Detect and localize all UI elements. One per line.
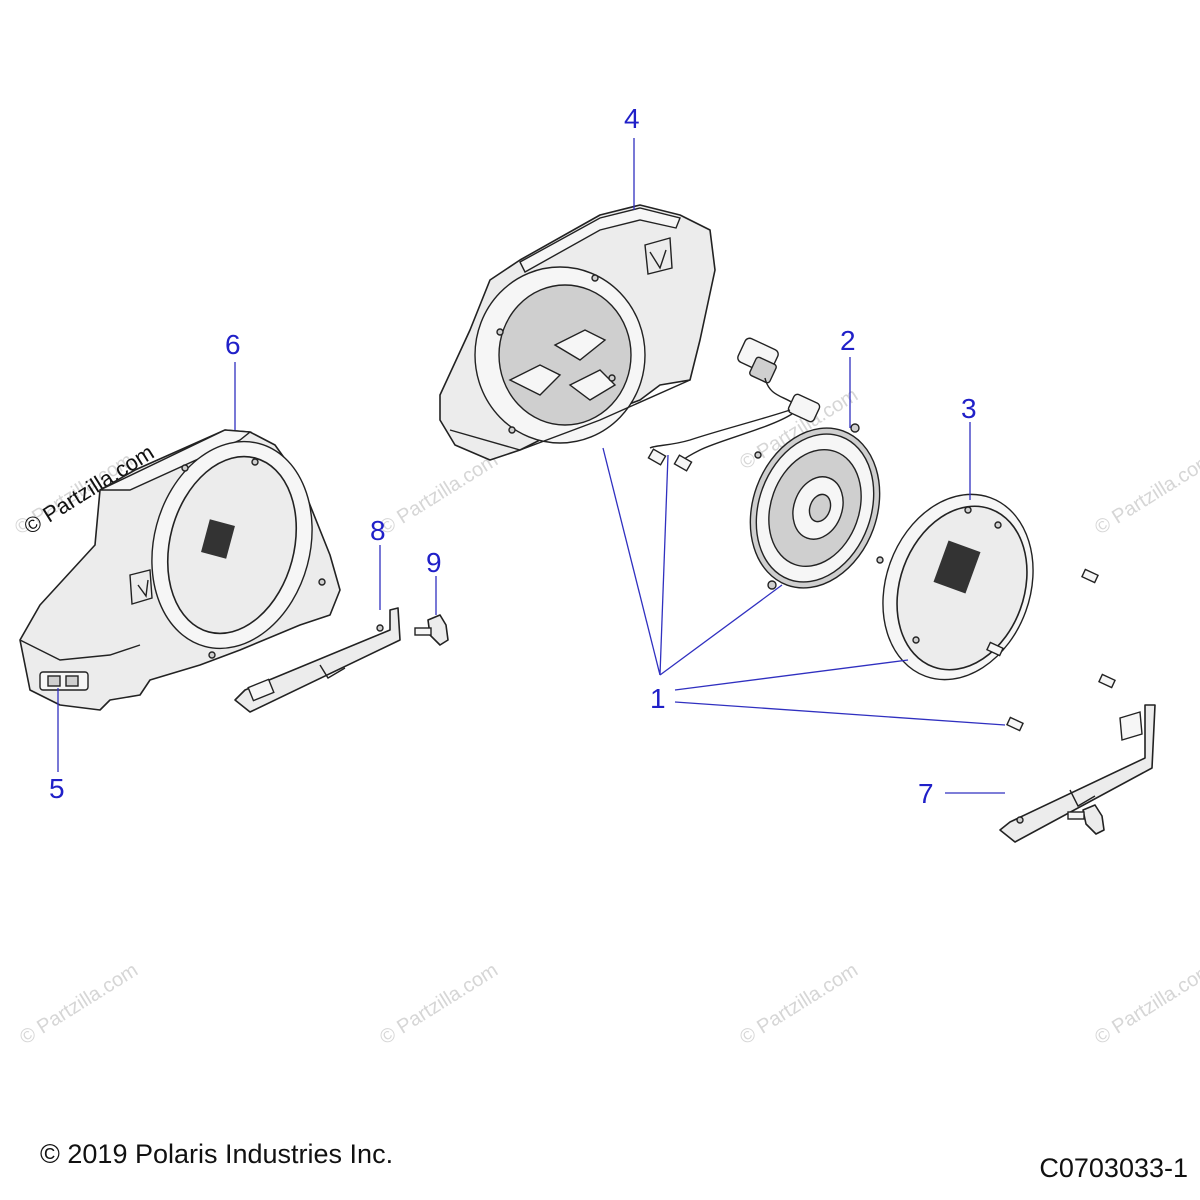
screw <box>1098 673 1116 689</box>
callout-7: 7 <box>918 778 934 809</box>
speaker-enclosure-large <box>439 204 716 461</box>
wiring-harness <box>647 337 821 472</box>
callout-4: 4 <box>624 103 640 134</box>
pod-connector <box>39 671 89 691</box>
leader-1b <box>659 454 669 676</box>
callout-6: 6 <box>225 329 241 360</box>
leader-1a <box>602 447 661 676</box>
watermark: © Partzilla.com <box>376 959 502 1049</box>
speaker-driver <box>749 423 884 590</box>
watermark: © Partzilla.com <box>376 449 502 539</box>
leader-lines <box>57 138 1006 794</box>
screw <box>986 641 1004 657</box>
grille-mesh <box>933 540 981 594</box>
leader-1c <box>659 584 783 676</box>
callout-2: 2 <box>840 325 856 356</box>
watermark: © Partzilla.com <box>1091 449 1200 539</box>
screw <box>1081 568 1099 584</box>
callout-5: 5 <box>49 773 65 804</box>
speaker-pod-left <box>19 429 341 711</box>
callout-8: 8 <box>370 515 386 546</box>
leader-1e <box>674 701 1006 726</box>
copyright-text: © 2019 Polaris Industries Inc. <box>40 1139 393 1169</box>
callout-3: 3 <box>961 393 977 424</box>
mounting-bracket-left <box>234 607 401 713</box>
screw <box>1006 716 1024 732</box>
mounting-bracket-right <box>999 704 1156 843</box>
callout-9: 9 <box>426 547 442 578</box>
callout-1: 1 <box>650 683 666 714</box>
pod-grille-mesh <box>201 519 235 559</box>
callouts: 1 2 3 4 5 6 7 8 9 <box>49 103 977 809</box>
screws <box>986 568 1116 732</box>
leader-1d <box>674 659 909 691</box>
watermark: © Partzilla.com <box>16 959 142 1049</box>
drawing-number: C0703033-1 <box>1039 1153 1188 1183</box>
watermark: © Partzilla.com <box>1091 959 1200 1049</box>
speaker-grille-cover <box>882 493 1034 681</box>
watermark: © Partzilla.com <box>736 959 862 1049</box>
wing-knob-fastener <box>414 614 449 646</box>
wing-knob-fastener-right <box>1067 804 1105 835</box>
